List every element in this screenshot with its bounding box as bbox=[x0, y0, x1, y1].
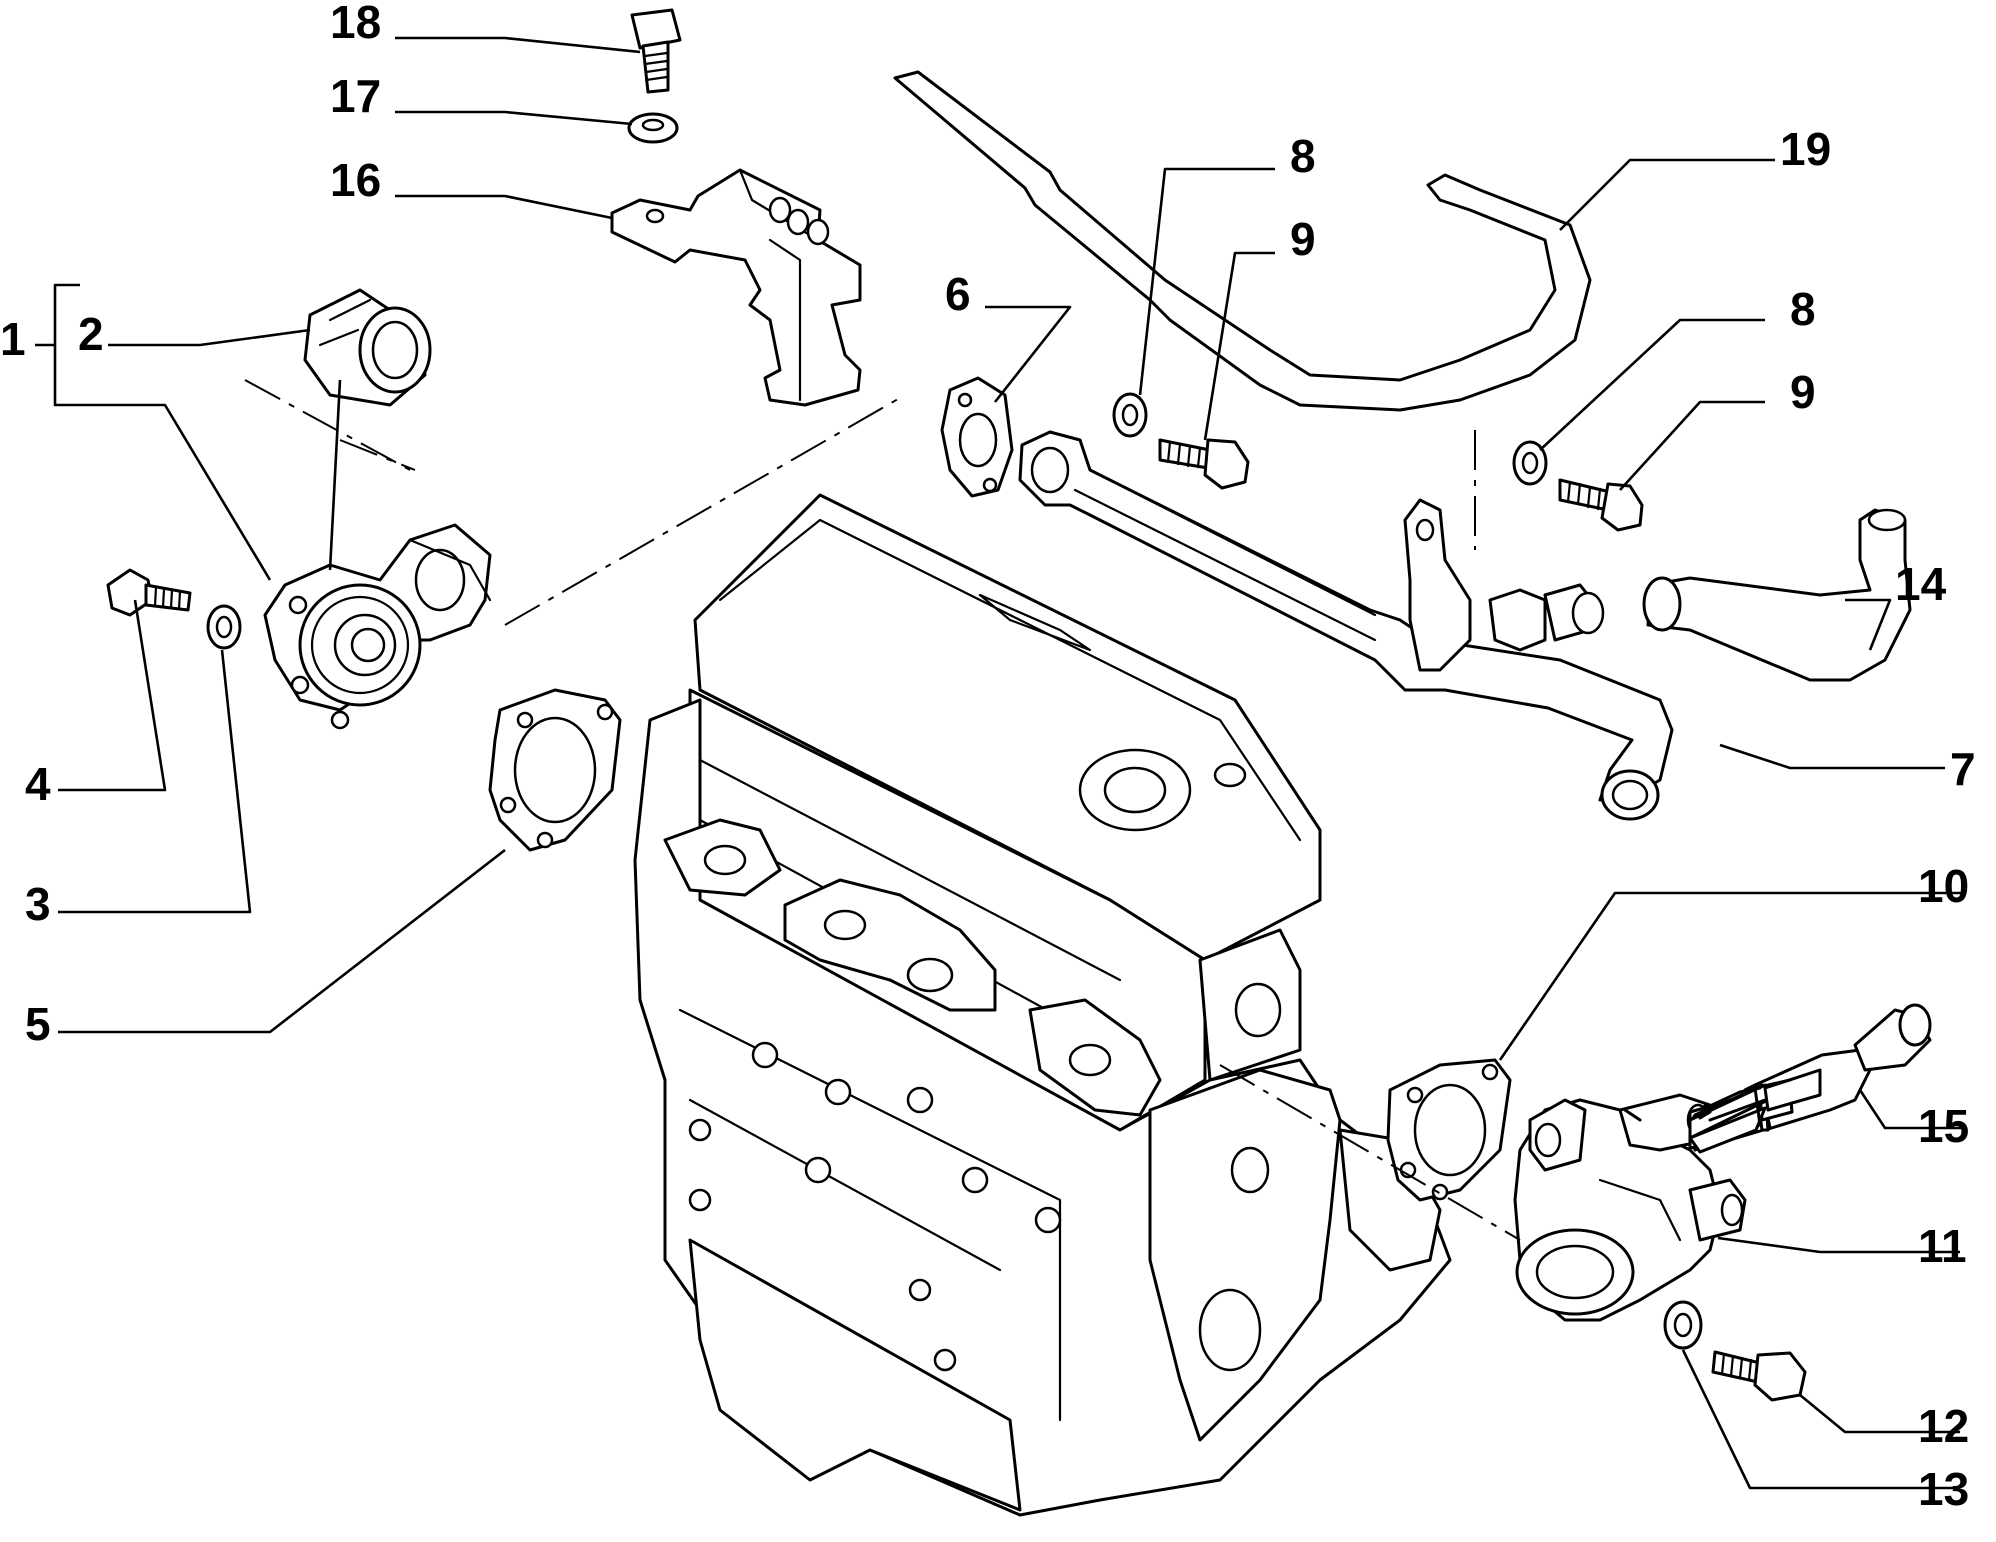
part-6-gasket bbox=[940, 376, 1014, 498]
callout-3: 3 bbox=[25, 878, 51, 930]
callout-17: 17 bbox=[330, 70, 381, 122]
callout-11: 11 bbox=[1918, 1220, 1967, 1272]
callout-4: 4 bbox=[25, 758, 51, 810]
callout-14: 14 bbox=[1895, 558, 1947, 610]
part-15-sensor bbox=[1623, 1003, 1932, 1154]
callout-8-lower: 8 bbox=[1790, 283, 1816, 335]
engine-block bbox=[633, 493, 1452, 1517]
callout-labels: 18 17 16 1 2 4 3 5 6 8 9 19 8 9 14 7 10 … bbox=[0, 0, 1976, 1515]
callout-12: 12 bbox=[1918, 1400, 1969, 1452]
callout-2: 2 bbox=[78, 308, 104, 360]
part-16-bracket bbox=[610, 168, 862, 407]
callout-19: 19 bbox=[1780, 123, 1831, 175]
part-12-bolt bbox=[1711, 1350, 1807, 1402]
part-17-washer bbox=[627, 112, 679, 144]
part-3-washer bbox=[206, 604, 242, 650]
callout-16: 16 bbox=[330, 154, 381, 206]
callout-8-upper: 8 bbox=[1290, 130, 1316, 182]
part-9-bolt-upper bbox=[1158, 438, 1250, 490]
leader-lines bbox=[35, 36, 1965, 1490]
callout-13: 13 bbox=[1918, 1463, 1969, 1515]
part-7-pipe bbox=[1018, 430, 1674, 821]
part-8-washer-lower bbox=[1512, 440, 1548, 486]
part-5-gasket bbox=[488, 688, 622, 852]
part-10-gasket bbox=[1386, 1058, 1512, 1202]
alignment-lines bbox=[244, 379, 1521, 1241]
part-2-cap bbox=[303, 288, 432, 407]
part-18-bolt bbox=[630, 8, 682, 94]
callout-10: 10 bbox=[1918, 860, 1969, 912]
part-19-hose bbox=[893, 70, 1592, 412]
part-8-washer-upper bbox=[1112, 392, 1148, 438]
callout-18: 18 bbox=[330, 0, 381, 48]
part-1-water-pump bbox=[263, 523, 492, 730]
part-4-bolt bbox=[106, 568, 192, 617]
callout-1: 1 bbox=[0, 313, 26, 365]
part-9-bolt-lower bbox=[1558, 478, 1644, 532]
part-11-thermostat-housing bbox=[1513, 1093, 1747, 1322]
callout-9-lower: 9 bbox=[1790, 366, 1816, 418]
part-14-hose bbox=[1642, 508, 1912, 682]
part-13-washer bbox=[1663, 1300, 1703, 1350]
callout-5: 5 bbox=[25, 998, 51, 1050]
callout-6: 6 bbox=[945, 268, 971, 320]
callout-15: 15 bbox=[1918, 1100, 1969, 1152]
callout-7: 7 bbox=[1950, 743, 1976, 795]
callout-9-upper: 9 bbox=[1290, 213, 1316, 265]
